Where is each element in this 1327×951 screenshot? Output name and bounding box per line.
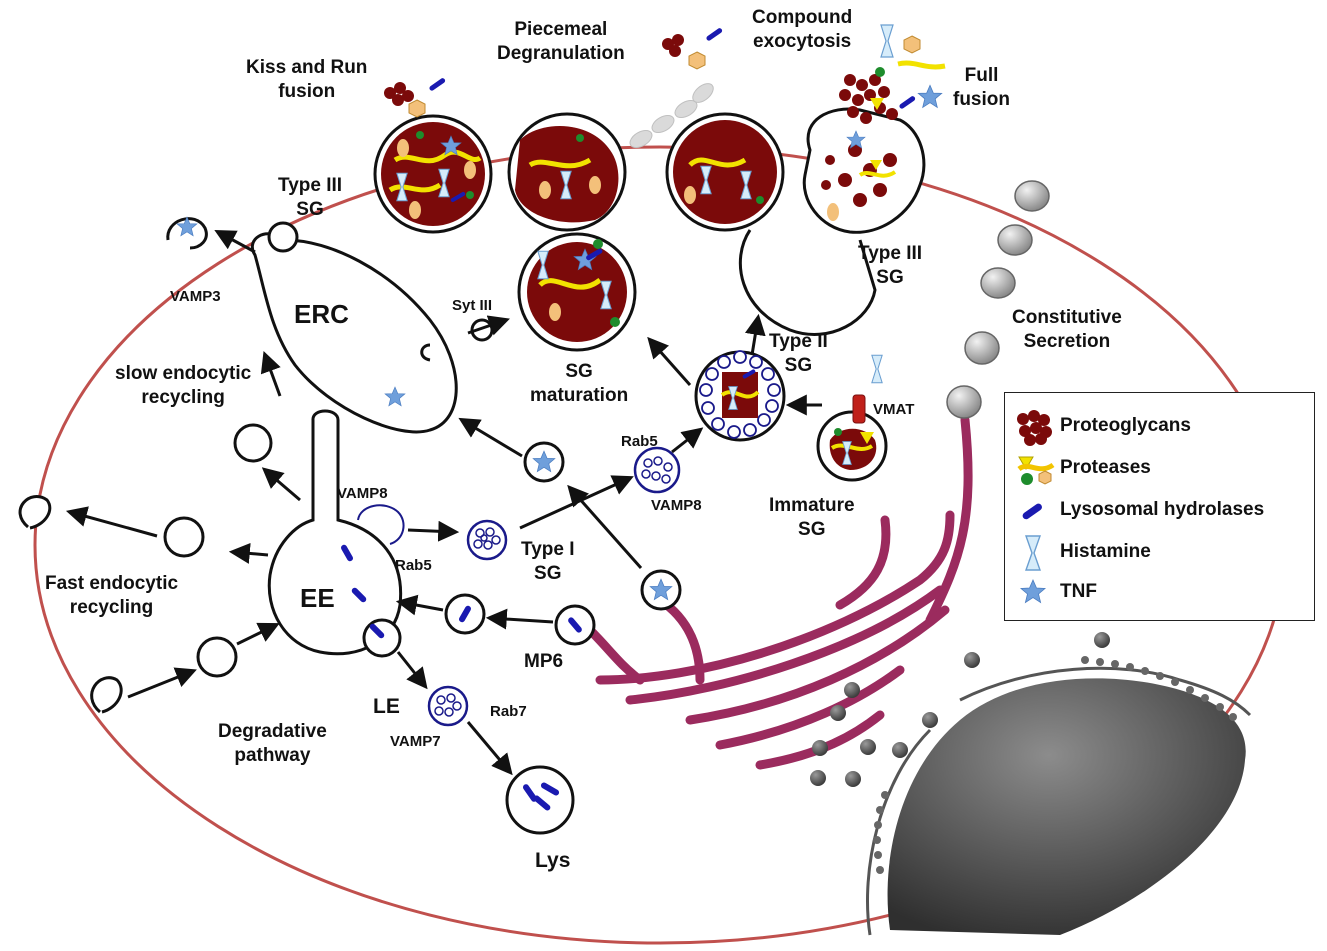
label-vamp3: VAMP3 bbox=[170, 288, 221, 305]
tnf-vesicles bbox=[523, 441, 682, 611]
proteases-icon bbox=[1017, 456, 1055, 485]
legend-item-proteases: Proteases bbox=[1005, 449, 1314, 489]
lysosomal-hydrolases-icon bbox=[1022, 503, 1042, 520]
label-vamp8-right: VAMP8 bbox=[651, 497, 702, 514]
label-ee: EE bbox=[300, 583, 335, 613]
proteoglycans-icon bbox=[1017, 410, 1052, 446]
legend-label: Proteoglycans bbox=[1060, 415, 1191, 436]
label-vamp7: VAMP7 bbox=[390, 733, 441, 750]
immature-granule bbox=[816, 394, 888, 482]
legend-label: TNF bbox=[1060, 581, 1097, 602]
golgi-apparatus bbox=[585, 415, 973, 770]
piecemeal-carrier-vesicles bbox=[629, 83, 714, 149]
late-endosome bbox=[427, 685, 469, 727]
lysosome bbox=[505, 765, 575, 835]
rab5-granule bbox=[633, 446, 681, 494]
legend-label: Histamine bbox=[1060, 541, 1151, 562]
sg-maturation-granule bbox=[517, 232, 637, 352]
tnf-icon bbox=[1019, 579, 1047, 604]
piecemeal-released-cargo bbox=[662, 28, 723, 70]
label-rab5-ee: Rab5 bbox=[395, 557, 432, 574]
label-rab5-top: Rab5 bbox=[621, 433, 658, 450]
legend-item-lysosomal-hydrolases: Lysosomal hydrolases bbox=[1005, 491, 1314, 531]
label-rab7: Rab7 bbox=[490, 703, 527, 720]
legend-label: Lysosomal hydrolases bbox=[1060, 499, 1265, 520]
type2-granule bbox=[694, 350, 786, 442]
legend-item-tnf: TNF bbox=[1005, 573, 1314, 613]
legend-item-proteoglycans: Proteoglycans bbox=[1005, 407, 1314, 447]
type1-granule bbox=[466, 519, 508, 561]
label-syt3: Syt III bbox=[452, 297, 493, 314]
early-endosome bbox=[267, 409, 405, 658]
legend-label: Proteases bbox=[1060, 457, 1151, 478]
legend: Proteoglycans Proteases Lysosomal hydrol… bbox=[1004, 392, 1315, 621]
recycling-vesicles bbox=[163, 423, 273, 678]
mp6-vesicles bbox=[444, 593, 596, 646]
compound-exocytosis-granules bbox=[665, 107, 926, 336]
nucleus bbox=[866, 656, 1252, 936]
label-vmat: VMAT bbox=[873, 401, 915, 418]
histamine-free bbox=[871, 354, 883, 384]
label-vamp8-left: VAMP8 bbox=[337, 485, 388, 502]
label-lys: Lys bbox=[535, 849, 571, 872]
membrane-pits bbox=[18, 495, 123, 714]
secretory-vesicles-dark bbox=[810, 632, 1110, 787]
vamp3-vesicle bbox=[166, 216, 208, 250]
erc-bud bbox=[420, 343, 431, 362]
label-erc: ERC bbox=[294, 299, 349, 329]
legend-item-histamine: Histamine bbox=[1005, 533, 1314, 573]
full-fusion-released-cargo bbox=[839, 24, 946, 149]
piecemeal-granule bbox=[507, 112, 627, 232]
label-mp6: MP6 bbox=[524, 651, 564, 672]
label-le: LE bbox=[373, 695, 400, 718]
histamine-icon bbox=[1025, 535, 1041, 571]
constitutive-vesicles bbox=[946, 180, 1050, 419]
pathway-arrows bbox=[65, 230, 822, 776]
type3-granule-left bbox=[373, 114, 493, 234]
kiss-run-released-cargo bbox=[384, 78, 446, 118]
erc-compartment bbox=[250, 221, 458, 434]
